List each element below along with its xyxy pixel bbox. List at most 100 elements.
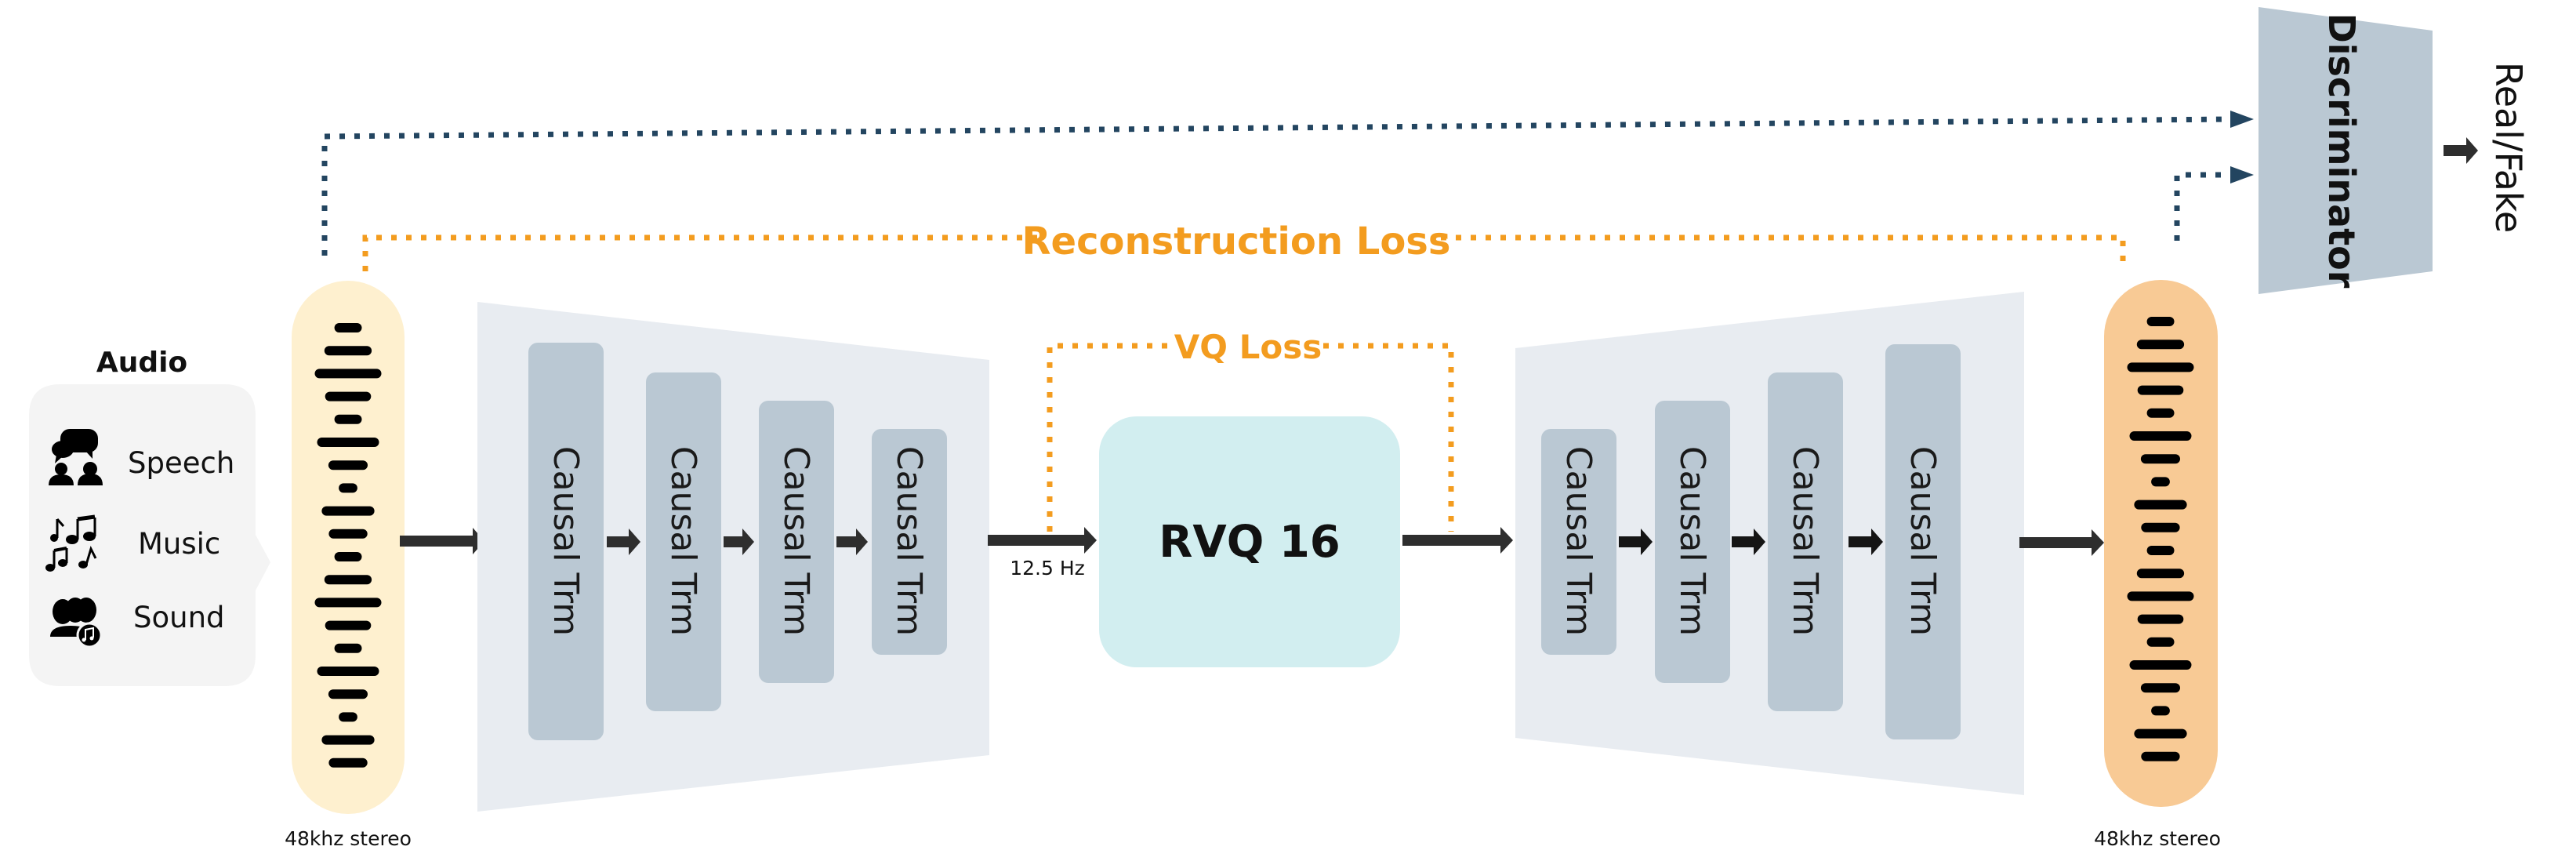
encoder-trapezoid	[477, 302, 989, 812]
input-waveform-bar	[314, 369, 382, 379]
decoder-block-2	[1655, 401, 1730, 683]
output-waveform-bar	[2136, 569, 2185, 579]
output-waveform-bar	[2129, 660, 2192, 670]
music-notes-icon	[45, 514, 97, 572]
input-waveform-bar	[334, 323, 362, 332]
output-audio-label: 48khz stereo	[2094, 827, 2221, 850]
adversarial-path-real	[321, 111, 2254, 256]
reconstruction-loss-label: Reconstruction Loss	[1022, 220, 1451, 263]
decoder-block-4	[1885, 344, 1961, 739]
encoder-block-3-label: Causal Trm	[776, 446, 816, 636]
decoder: Causal Trm Causal Trm Causal Trm Causal …	[1515, 292, 2024, 795]
vq-loss-label: VQ Loss	[1174, 328, 1322, 366]
input-waveform-bar	[334, 414, 362, 424]
sound-crowd-icon	[50, 598, 103, 648]
decoder-block-3	[1768, 372, 1843, 711]
encoder-arrow-3	[836, 529, 868, 555]
frame-rate-label: 12.5 Hz	[1010, 557, 1085, 579]
audio-item-music: Music	[138, 527, 220, 561]
output-audio-waveform	[2104, 280, 2218, 807]
input-waveform-bar	[339, 483, 357, 493]
vq-loss-path	[1047, 343, 1454, 532]
output-waveform-bar	[2151, 706, 2170, 716]
speech-people-icon	[49, 429, 103, 485]
output-waveform-bar	[2141, 751, 2180, 761]
input-waveform-bar	[314, 598, 382, 608]
decoder-block-4-label: Causal Trm	[1903, 446, 1943, 636]
output-waveform-bar	[2146, 637, 2175, 647]
rvq-block	[1099, 416, 1400, 667]
arrow-input-to-encoder	[400, 528, 484, 554]
audio-item-speech: Speech	[128, 446, 234, 480]
input-audio-waveform	[292, 281, 405, 814]
discriminator-label: Discriminator	[2320, 13, 2363, 289]
encoder-block-3	[759, 401, 834, 683]
output-waveform-bar	[2134, 500, 2187, 510]
discriminator-block	[2259, 7, 2433, 294]
input-audio-label: 48khz stereo	[285, 827, 412, 850]
encoder-arrow-2	[724, 529, 754, 555]
input-waveform-bar	[324, 575, 372, 585]
decoder-block-3-label: Causal Trm	[1785, 446, 1825, 636]
decoder-arrow-1	[1619, 529, 1653, 555]
input-waveform-bar	[317, 667, 379, 676]
input-waveform-bars	[314, 323, 382, 768]
input-waveform-bar	[324, 346, 372, 356]
arrow-encoder-to-rvq	[988, 527, 1097, 554]
input-waveform-bar	[339, 712, 357, 722]
rvq-label: RVQ 16	[1159, 517, 1341, 568]
audio-item-sound: Sound	[133, 601, 225, 634]
output-waveform-bar	[2127, 362, 2194, 372]
arrow-discriminator-output	[2444, 137, 2478, 164]
input-waveform-bar	[334, 643, 362, 653]
encoder-block-2	[646, 372, 721, 711]
arrowhead-icon	[2230, 166, 2254, 183]
output-waveform-bar	[2146, 546, 2175, 555]
arrow-rvq-to-decoder	[1402, 527, 1513, 554]
decoder-block-1-label: Causal Trm	[1558, 446, 1598, 636]
encoder: Causal Trm Causal Trm Causal Trm Causal …	[477, 302, 989, 812]
output-waveform-bar	[2146, 408, 2175, 418]
input-waveform-bar	[328, 757, 368, 768]
encoder-block-4	[872, 429, 947, 655]
encoder-arrow-1	[607, 529, 640, 555]
real-fake-label: Real/Fake	[2487, 62, 2530, 233]
output-waveform-bar	[2129, 431, 2192, 441]
input-waveform-bar	[328, 460, 368, 470]
output-waveform-bar	[2140, 683, 2180, 693]
output-waveform-bar	[2127, 591, 2194, 601]
input-waveform-bar	[321, 735, 375, 745]
input-pill-bg	[292, 281, 405, 814]
audio-panel-title: Audio	[96, 347, 187, 379]
output-waveform-bar	[2137, 385, 2184, 395]
input-waveform-bar	[334, 552, 362, 561]
input-waveform-bar	[328, 689, 368, 699]
arrowhead-icon	[2230, 111, 2254, 128]
encoder-block-1	[528, 343, 604, 740]
output-waveform-bar	[2136, 340, 2185, 350]
input-waveform-bar	[317, 438, 379, 447]
output-pill-bg	[2104, 280, 2218, 807]
decoder-arrow-2	[1732, 529, 1765, 555]
output-waveform-bar	[2146, 317, 2175, 326]
output-waveform-bar	[2137, 614, 2184, 624]
arrow-decoder-to-output	[2019, 529, 2104, 556]
encoder-block-1-label: Causal Trm	[546, 446, 586, 636]
input-waveform-bar	[321, 506, 375, 516]
audio-type-panel: Audio Speech	[29, 347, 270, 686]
reconstruction-loss-path	[362, 234, 2126, 271]
decoder-block-1	[1541, 429, 1616, 655]
output-waveform-bar	[2141, 522, 2180, 532]
decoder-arrow-3	[1849, 529, 1883, 555]
input-waveform-bar	[325, 620, 372, 630]
encoder-block-4-label: Causal Trm	[889, 446, 929, 636]
input-waveform-bar	[325, 391, 372, 401]
output-waveform-bar	[2140, 454, 2180, 464]
output-waveform-bars	[2127, 317, 2194, 761]
decoder-block-2-label: Causal Trm	[1672, 446, 1712, 636]
output-waveform-bar	[2134, 728, 2187, 739]
adversarial-path-fake	[2174, 166, 2254, 241]
input-waveform-bar	[328, 529, 368, 539]
output-waveform-bar	[2151, 477, 2170, 487]
